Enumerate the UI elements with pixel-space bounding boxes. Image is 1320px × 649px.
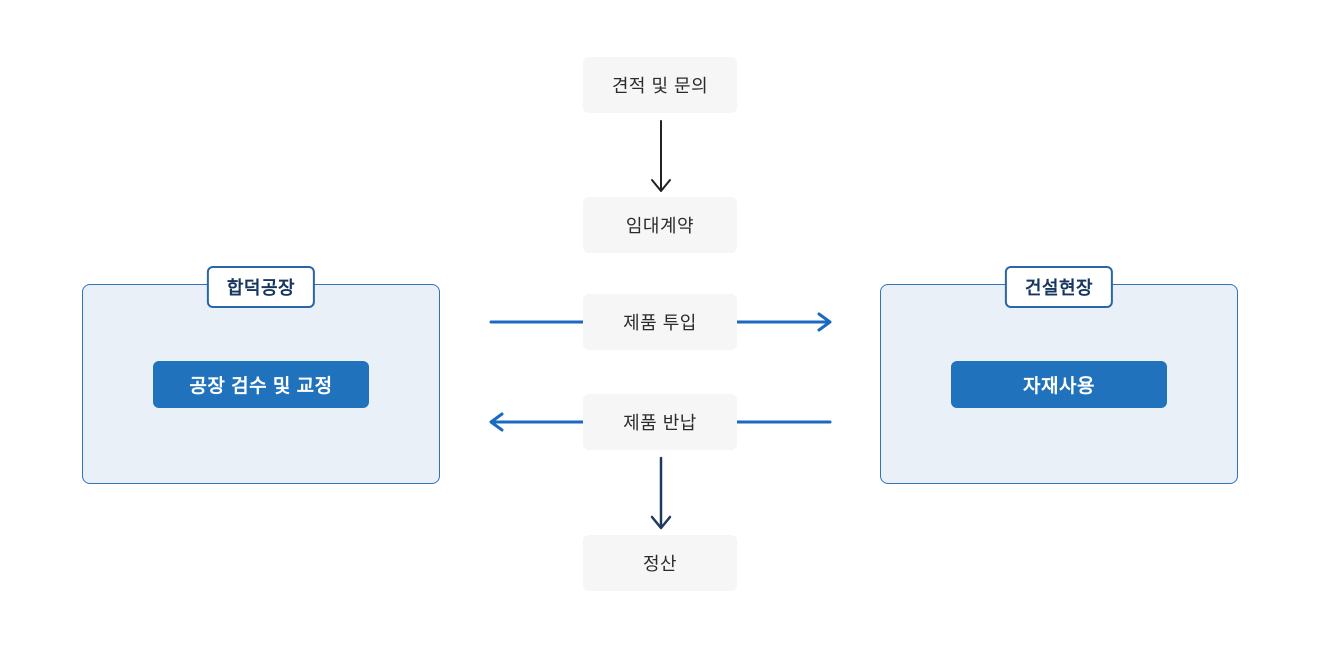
arrow-down-return-to-settlement bbox=[650, 456, 672, 530]
factory-panel: 합덕공장 공장 검수 및 교정 bbox=[82, 266, 440, 484]
site-panel: 건설현장 자재사용 bbox=[880, 266, 1238, 484]
arrow-down-quote-to-contract bbox=[651, 120, 671, 192]
flow-step-settlement: 정산 bbox=[583, 535, 737, 591]
site-process-button: 자재사용 bbox=[951, 360, 1167, 408]
factory-process-button: 공장 검수 및 교정 bbox=[153, 360, 369, 408]
flow-step-deploy: 제품 투입 bbox=[583, 294, 737, 350]
factory-panel-label: 합덕공장 bbox=[206, 266, 316, 308]
flow-step-quote: 견적 및 문의 bbox=[583, 57, 737, 113]
flow-step-return: 제품 반납 bbox=[583, 394, 737, 450]
flow-step-contract: 임대계약 bbox=[583, 197, 737, 253]
site-panel-label: 건설현장 bbox=[1004, 266, 1114, 308]
